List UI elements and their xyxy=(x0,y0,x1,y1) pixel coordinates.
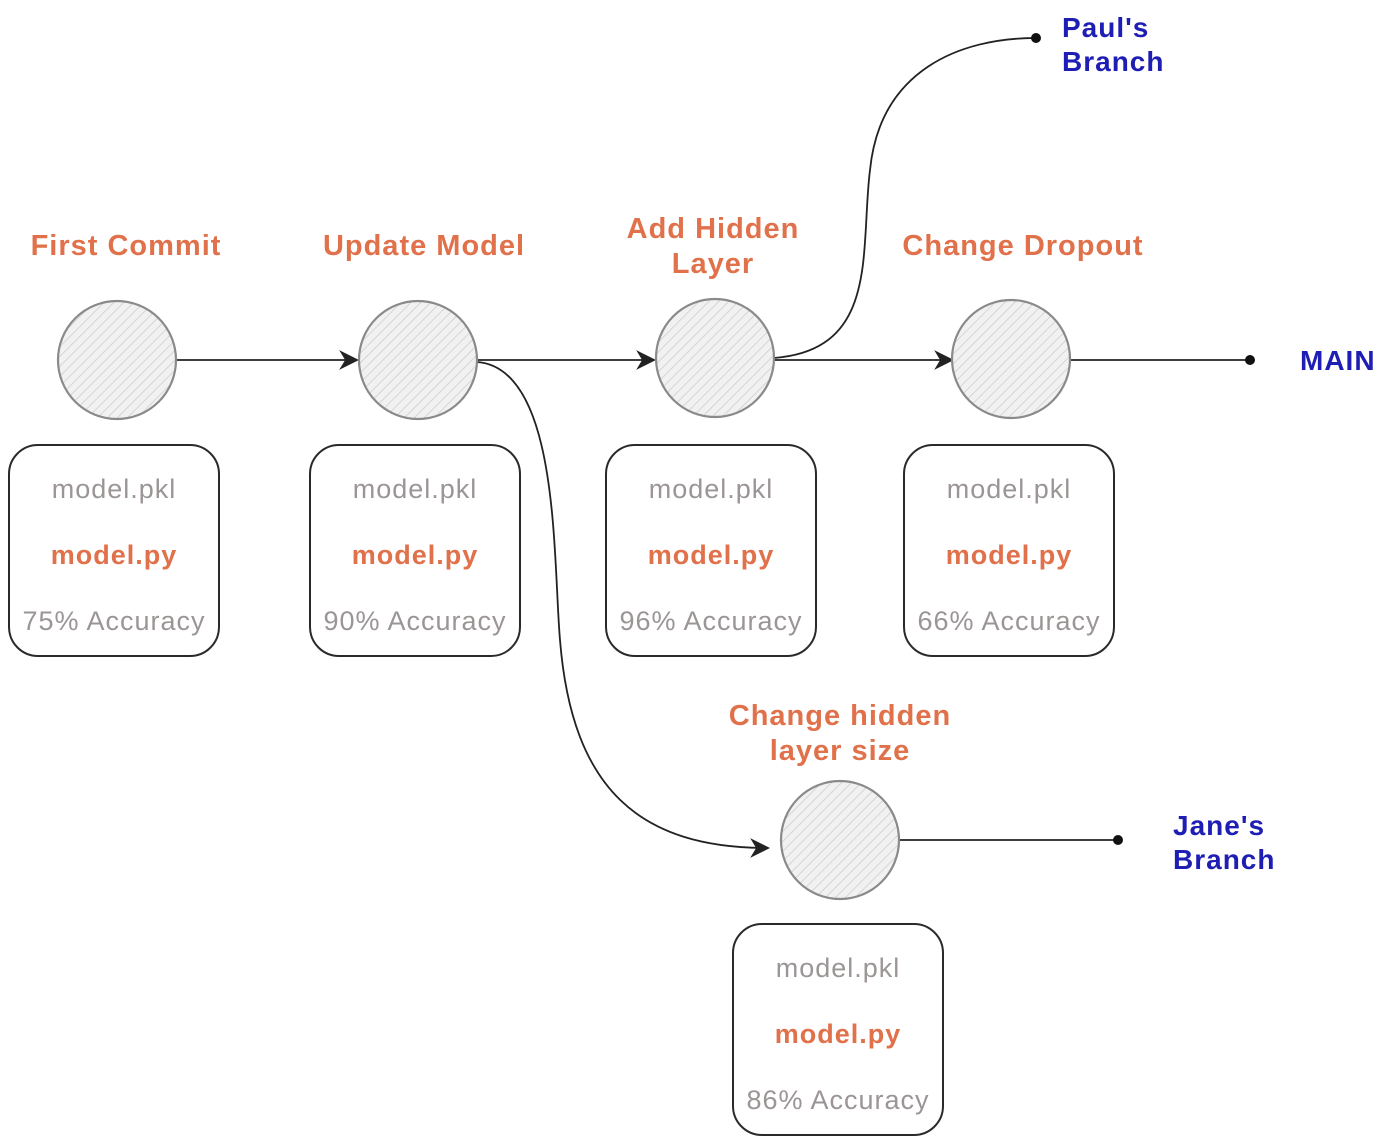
branch-label-paul: Paul's Branch xyxy=(1062,12,1165,77)
file-card-add-hidden-layer: model.pkl model.py 96% Accuracy xyxy=(605,444,817,657)
edge-jane-branch xyxy=(476,361,770,858)
commit-title-change-dropout: Change Dropout xyxy=(902,230,1144,262)
paul-branch-end-dot xyxy=(1031,33,1041,43)
file-name-model-pkl: model.pkl xyxy=(946,474,1072,504)
file-name-model-py: model.py xyxy=(945,540,1073,570)
commit-node-update-model xyxy=(357,299,479,421)
file-card-first-commit: model.pkl model.py 75% Accuracy xyxy=(8,444,220,657)
commit-node-first-commit xyxy=(56,299,178,421)
commit-node-change-dropout xyxy=(950,298,1072,420)
jane-branch-end-dot xyxy=(1113,835,1123,845)
accuracy-text: 86% Accuracy xyxy=(746,1085,930,1115)
file-name-model-pkl: model.pkl xyxy=(648,474,774,504)
commit-node-add-hidden-layer xyxy=(654,297,776,419)
file-card-update-model: model.pkl model.py 90% Accuracy xyxy=(309,444,521,657)
accuracy-text: 90% Accuracy xyxy=(323,606,507,636)
commit-title-change-hidden-layer-size: Change hidden layer size xyxy=(728,700,952,767)
file-name-model-py: model.py xyxy=(774,1019,902,1049)
accuracy-text: 66% Accuracy xyxy=(917,606,1101,636)
file-name-model-pkl: model.pkl xyxy=(775,953,901,983)
branch-label-jane: Jane's Branch xyxy=(1173,810,1276,875)
file-name-model-py: model.py xyxy=(351,540,479,570)
file-name-model-pkl: model.pkl xyxy=(51,474,177,504)
file-card-change-hidden-layer-size: model.pkl model.py 86% Accuracy xyxy=(732,923,944,1136)
file-name-model-py: model.py xyxy=(50,540,178,570)
branch-label-main: MAIN xyxy=(1300,345,1376,376)
accuracy-text: 96% Accuracy xyxy=(619,606,803,636)
commit-title-first-commit: First Commit xyxy=(30,230,222,262)
commit-title-update-model: Update Model xyxy=(322,230,526,262)
file-name-model-py: model.py xyxy=(647,540,775,570)
file-card-change-dropout: model.pkl model.py 66% Accuracy xyxy=(903,444,1115,657)
commit-node-change-hidden-layer-size xyxy=(779,779,901,901)
edge-paul-branch xyxy=(773,37,1037,359)
file-name-model-pkl: model.pkl xyxy=(352,474,478,504)
commit-title-add-hidden-layer: Add Hidden Layer xyxy=(626,213,800,280)
accuracy-text: 75% Accuracy xyxy=(22,606,206,636)
main-branch-end-dot xyxy=(1245,355,1255,365)
